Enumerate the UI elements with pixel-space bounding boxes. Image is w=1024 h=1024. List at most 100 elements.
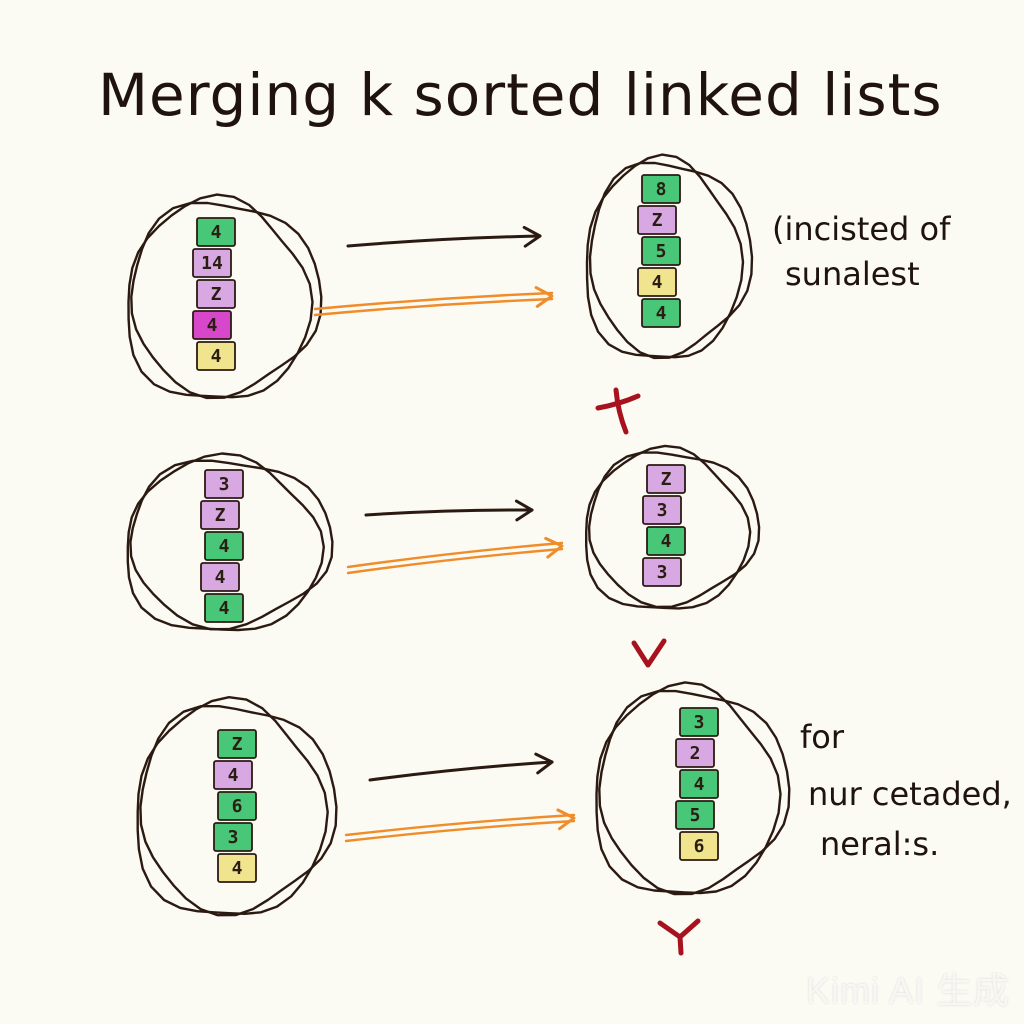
list-node-box <box>217 729 257 759</box>
left-list-circle-3-stroke <box>139 705 338 917</box>
list-node-box <box>192 310 232 340</box>
list-node-box <box>642 557 682 587</box>
right-list-circle-3-stroke <box>595 681 782 895</box>
left-list-circle-1-stroke <box>130 201 323 400</box>
orange-arrow-2-shaft <box>346 547 564 575</box>
orange-arrow-3-head <box>556 808 576 831</box>
right-list-circle-3 <box>595 681 791 896</box>
note-top-line2: sunalest <box>785 255 920 293</box>
list-node-label: 6 <box>694 836 705 857</box>
list-node-label: 4 <box>656 303 667 324</box>
orange-arrow-2-shaft <box>346 541 564 569</box>
red-marker-3-stroke <box>657 918 701 956</box>
list-node-label: 4 <box>211 222 222 243</box>
list-node-label: 14 <box>201 253 223 274</box>
right-list-circle-2 <box>585 444 761 610</box>
watermark: Kimi AI 生成 <box>805 970 1010 1011</box>
left-list-circle-2-stroke <box>126 452 325 632</box>
right-list-circle-2-stroke <box>587 451 761 609</box>
note-bottom-line2: nur cetaded, <box>808 775 1012 813</box>
list-node-label: 4 <box>694 774 705 795</box>
list-node-box <box>204 469 244 499</box>
red-marker-1-stroke <box>595 387 641 435</box>
list-node-label: 4 <box>219 598 230 619</box>
list-node-box <box>192 248 232 278</box>
list-node-label: 3 <box>657 500 668 521</box>
orange-arrow-3-shaft <box>344 813 576 837</box>
list-node-label: Z <box>652 210 663 231</box>
list-node-box <box>641 174 681 204</box>
list-node-box <box>196 217 236 247</box>
list-node-label: 4 <box>661 531 672 552</box>
list-node-box <box>196 341 236 371</box>
markers-layer <box>595 387 701 956</box>
circles-layer <box>126 153 791 917</box>
list-node-label: Z <box>661 469 672 490</box>
list-node-label: 4 <box>228 765 239 786</box>
note-bottom-line3: neral:s. <box>820 825 939 863</box>
red-marker-2 <box>631 638 667 668</box>
red-marker-2-stroke <box>631 638 667 668</box>
list-node-label: 4 <box>215 567 226 588</box>
right-linked-list-1: 8Z 5 4 4 <box>637 174 681 328</box>
list-node-box <box>213 760 253 790</box>
left-list-circle-3 <box>136 696 338 917</box>
list-node-label: 8 <box>656 179 667 200</box>
orange-arrow-1-shaft <box>313 291 554 311</box>
list-node-label: 4 <box>652 272 663 293</box>
black-arrow-2-shaft <box>364 508 534 517</box>
list-node-box <box>679 707 719 737</box>
list-node-box <box>675 738 715 768</box>
list-node-box <box>204 531 244 561</box>
orange-arrow-1 <box>313 286 554 317</box>
orange-arrow-2 <box>346 536 564 575</box>
list-node-label: Z <box>211 284 222 305</box>
orange-arrow-2-head <box>544 536 564 559</box>
list-node-label: 5 <box>656 241 667 262</box>
note-bottom-line1: for <box>800 718 845 756</box>
list-node-label: 3 <box>228 827 239 848</box>
black-arrow-1-shaft <box>346 234 542 248</box>
list-node-box <box>637 267 677 297</box>
list-node-box <box>217 853 257 883</box>
black-arrow-1 <box>346 225 542 248</box>
list-node-label: Z <box>215 505 226 526</box>
orange-arrow-3-shaft <box>344 819 576 843</box>
list-node-box <box>217 791 257 821</box>
list-node-label: 4 <box>232 858 243 879</box>
orange-arrow-3 <box>344 808 576 843</box>
list-node-box <box>641 236 681 266</box>
right-linked-list-2: Z 3 4 3 <box>642 464 686 587</box>
right-list-circle-1-stroke <box>585 153 745 359</box>
list-node-label: 4 <box>211 346 222 367</box>
black-arrow-3-head <box>534 752 554 775</box>
list-node-box <box>642 495 682 525</box>
list-node-box <box>679 769 719 799</box>
list-node-box <box>641 298 681 328</box>
list-node-box <box>675 800 715 830</box>
black-arrow-2-head <box>514 499 534 522</box>
list-node-label: 5 <box>690 805 701 826</box>
left-linked-list-2: 3Z 4 4 4 <box>200 469 244 623</box>
left-list-circle-2 <box>126 452 334 632</box>
list-node-label: 6 <box>232 796 243 817</box>
black-arrow-3-shaft <box>368 760 554 782</box>
list-node-label: 3 <box>657 562 668 583</box>
right-list-circle-1-stroke <box>588 161 754 360</box>
list-node-label: 3 <box>219 474 230 495</box>
list-node-label: Z <box>232 734 243 755</box>
right-list-circle-3-stroke <box>598 689 791 896</box>
arrows-layer <box>313 225 576 843</box>
diagram-title: Merging k sorted linked lists <box>98 61 943 129</box>
black-arrow-2 <box>364 499 534 522</box>
list-node-box <box>196 279 236 309</box>
left-list-circle-2-stroke <box>129 459 334 631</box>
list-node-box <box>200 562 240 592</box>
right-list-circle-1 <box>585 153 754 360</box>
left-list-circle-1 <box>127 193 323 400</box>
list-node-label: 4 <box>219 536 230 557</box>
left-list-circle-3-stroke <box>136 696 329 915</box>
